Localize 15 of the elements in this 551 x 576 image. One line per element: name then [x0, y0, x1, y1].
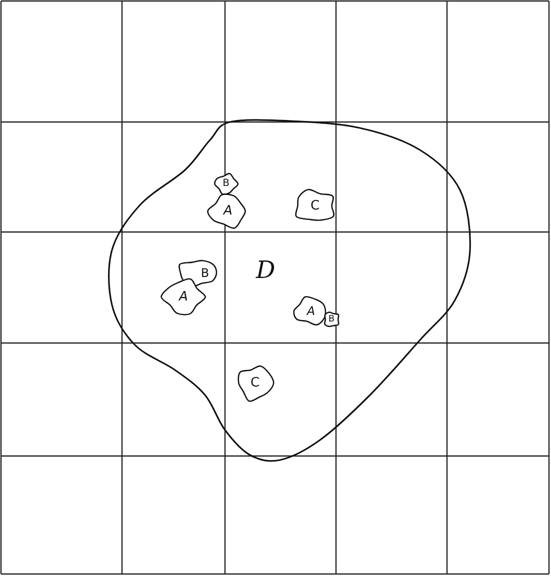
particle-blob — [207, 193, 249, 229]
region-outline — [106, 118, 474, 462]
particle-label: C — [310, 200, 320, 212]
particle-label: B — [328, 315, 335, 324]
particle-label: B — [200, 267, 210, 279]
region-label: D — [256, 258, 276, 282]
particle-label: A — [179, 290, 188, 304]
particle-blob — [323, 311, 340, 328]
particle-blob — [236, 364, 274, 402]
particle-blob — [161, 278, 206, 316]
particle-label: A — [224, 204, 232, 218]
particle-label: C — [250, 376, 260, 390]
particle-label: A — [306, 305, 316, 317]
particle-blob — [214, 173, 238, 195]
particle-label: B — [222, 179, 230, 189]
